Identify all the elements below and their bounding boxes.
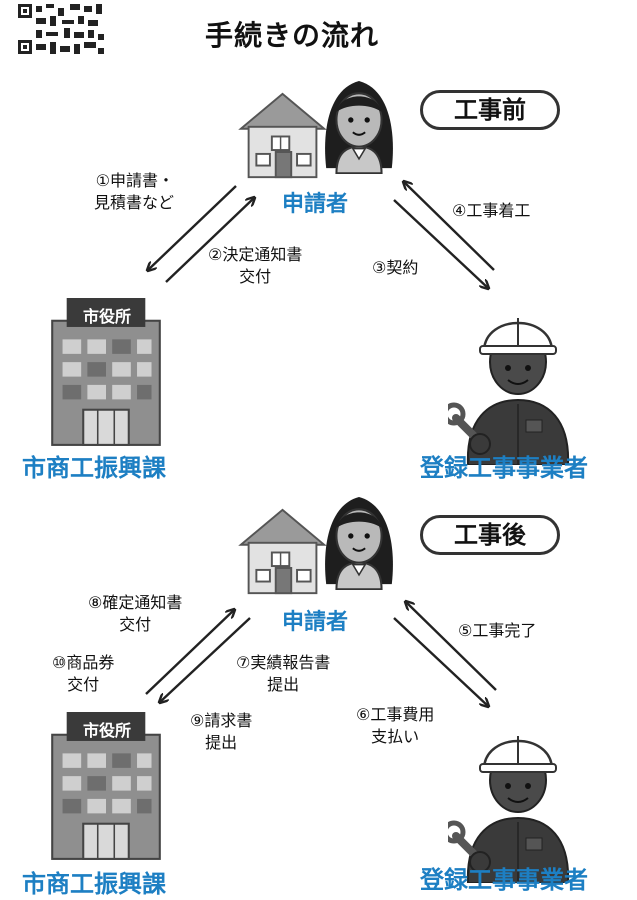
applicant-woman-icon	[324, 495, 394, 590]
arrow-step4-contractor-to-applicant	[404, 182, 495, 271]
arrow-step6-applicant-to-contractor	[393, 617, 488, 706]
house-icon	[239, 508, 326, 595]
arrow-step9-applicant-to-city	[160, 617, 251, 702]
step-3-label: ③契約	[372, 258, 419, 277]
step-8-label: ⑧確定通知書 交付	[88, 593, 183, 634]
city-hall-sign: 市役所	[82, 721, 131, 740]
arrow-step5-contractor-to-applicant	[406, 602, 497, 691]
applicant-label: 申請者	[282, 192, 349, 217]
step-4-label: ④工事着工	[452, 201, 531, 220]
step-9-label: ⑨請求書 提出	[190, 711, 253, 752]
step-1-label: ①申請書・ 見積書など	[93, 171, 174, 212]
city-office-label: 市商工振興課	[22, 870, 166, 898]
contractor-label: 登録工事事業者	[420, 866, 588, 894]
city-office-label: 市商工振興課	[22, 454, 166, 482]
phase-pill-before: 工事前	[420, 90, 560, 130]
house-icon	[239, 92, 326, 179]
arrow-step1-applicant-to-city	[148, 185, 237, 270]
applicant-woman-icon	[324, 79, 394, 174]
step-10-label: ⑩商品券 交付	[52, 653, 115, 694]
applicant-label: 申請者	[282, 610, 349, 635]
phase-pill-after: 工事後	[420, 515, 560, 555]
step-6-label: ⑥工事費用 支払い	[356, 705, 435, 746]
page-title: 手続きの流れ	[205, 19, 380, 52]
arrow-step3-applicant-to-contractor	[393, 199, 488, 288]
contractor-worker-icon	[445, 318, 568, 465]
contractor-label: 登録工事事業者	[420, 454, 588, 482]
city-hall-sign: 市役所	[82, 307, 131, 326]
arrow-step8-city-to-applicant	[145, 610, 234, 695]
step-2-label: ②決定通知書 交付	[208, 245, 303, 286]
arrow-step2-city-to-applicant	[165, 198, 254, 283]
step-5-label: ⑤工事完了	[458, 621, 537, 640]
step-7-label: ⑦実績報告書 提出	[236, 653, 331, 694]
